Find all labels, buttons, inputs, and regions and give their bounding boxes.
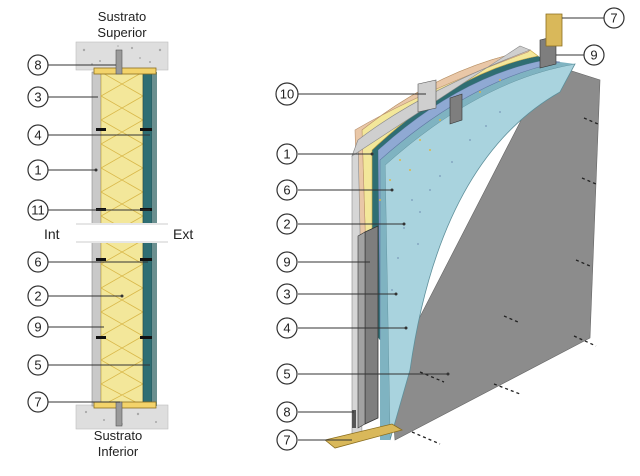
top-substrate-label-line1: Sustrato — [98, 9, 146, 24]
iso-callout-1: 1 — [276, 143, 298, 165]
svg-text:11: 11 — [31, 203, 45, 218]
top-track — [93, 67, 157, 75]
svg-text:8: 8 — [283, 405, 290, 420]
iso-fastener-marks — [411, 117, 599, 445]
iso-callout-9: 9 — [276, 251, 298, 273]
svg-text:9: 9 — [283, 255, 290, 270]
iso-callout-7-bottom: 7 — [276, 429, 298, 451]
svg-text:9: 9 — [590, 48, 597, 63]
exterior-label: Ext — [173, 226, 193, 242]
svg-text:6: 6 — [283, 183, 290, 198]
bottom-anchor — [115, 401, 123, 427]
svg-text:7: 7 — [283, 433, 290, 448]
svg-text:6: 6 — [34, 255, 41, 270]
iso-callout-10: 10 — [275, 82, 299, 106]
section-callout-1: 1 — [27, 159, 49, 181]
svg-text:1: 1 — [283, 147, 290, 162]
section-callout-11: 11 — [27, 199, 49, 221]
svg-text:2: 2 — [34, 289, 41, 304]
iso-callout-4: 4 — [276, 317, 298, 339]
iso-callout-6: 6 — [276, 179, 298, 201]
isometric-view: 10 1 6 2 9 3 4 5 8 7 7 9 — [275, 7, 625, 451]
iso-callout-3: 3 — [276, 283, 298, 305]
iso-stud — [364, 225, 379, 425]
iso-drywall-top — [351, 45, 531, 157]
section-callout-3: 3 — [27, 86, 49, 108]
bottom-track — [93, 401, 157, 409]
bottom-substrate-label-line1: Sustrato — [94, 428, 142, 443]
svg-text:2: 2 — [283, 217, 290, 232]
section-callout-8: 8 — [27, 54, 49, 76]
svg-text:5: 5 — [34, 358, 41, 373]
section-callout-4: 4 — [27, 124, 49, 146]
svg-text:8: 8 — [34, 58, 41, 73]
iso-bottom-track — [324, 423, 404, 449]
top-anchor — [115, 49, 123, 75]
iso-callout-8: 8 — [276, 401, 298, 423]
iso-callout-9-top: 9 — [583, 44, 605, 66]
svg-text:7: 7 — [610, 11, 617, 26]
svg-text:4: 4 — [283, 321, 290, 336]
section-callout-2: 2 — [27, 285, 49, 307]
wall-section: 8 3 4 1 11 6 2 9 5 7 Sustrato Superior S… — [27, 9, 210, 459]
iso-anchor — [352, 410, 356, 428]
svg-text:3: 3 — [283, 287, 290, 302]
iso-callout-5: 5 — [276, 363, 298, 385]
iso-top-track — [545, 13, 563, 47]
iso-callout-7-top: 7 — [603, 7, 625, 29]
section-callout-5: 5 — [27, 354, 49, 376]
svg-text:5: 5 — [283, 367, 290, 382]
svg-text:3: 3 — [34, 90, 41, 105]
svg-text:7: 7 — [34, 395, 41, 410]
svg-text:9: 9 — [34, 320, 41, 335]
svg-text:10: 10 — [280, 87, 294, 102]
top-substrate-label-line2: Superior — [97, 25, 147, 40]
section-callout-7: 7 — [27, 391, 49, 413]
iso-blue-board — [384, 63, 576, 441]
section-callout-9: 9 — [27, 316, 49, 338]
bottom-substrate-label-line2: Inferior — [98, 444, 139, 459]
section-callout-6: 6 — [27, 251, 49, 273]
svg-text:4: 4 — [34, 128, 41, 143]
iso-callout-2: 2 — [276, 213, 298, 235]
svg-text:1: 1 — [34, 163, 41, 178]
section-break — [30, 223, 210, 243]
iso-tab — [417, 79, 437, 113]
interior-label: Int — [44, 226, 60, 242]
